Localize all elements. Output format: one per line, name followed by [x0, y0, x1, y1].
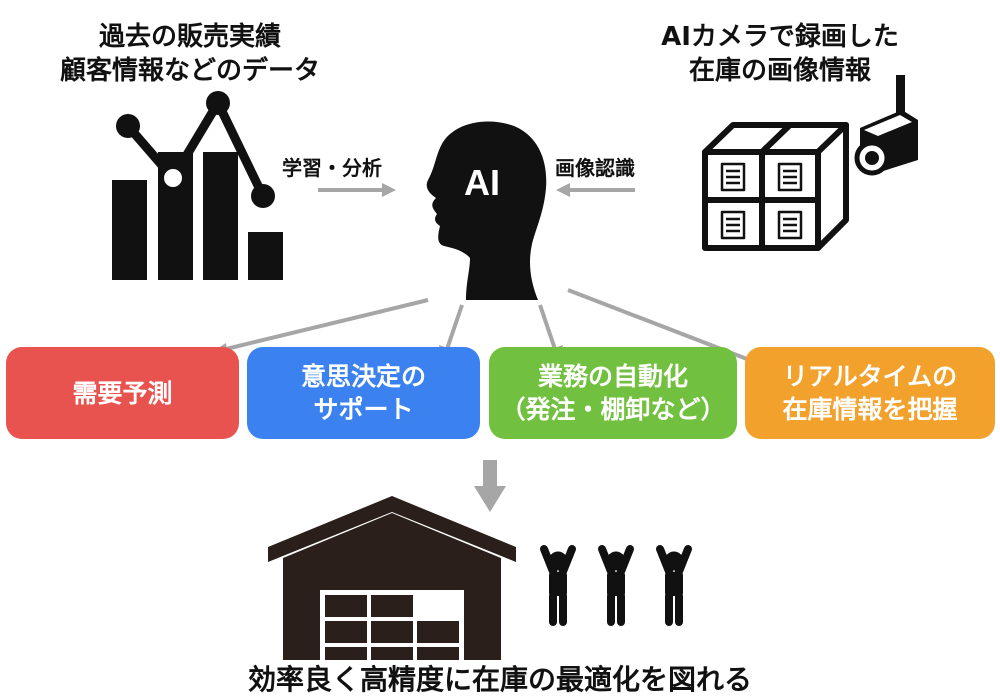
- stacked-boxes-icon: [702, 122, 849, 251]
- human-head-icon: [426, 121, 547, 300]
- right-arrow: [556, 183, 635, 197]
- box-realtime-inventory: リアルタイムの 在庫情報を把握: [745, 347, 995, 439]
- box-automation: 業務の自動化 （発注・棚卸など）: [489, 347, 737, 439]
- bar-line-chart-icon: [112, 91, 283, 280]
- security-camera-icon: [854, 75, 918, 176]
- box-demand-forecast: 需要予測: [6, 347, 239, 439]
- right-arrow-label: 画像認識: [555, 156, 635, 180]
- warehouse-icon: [268, 496, 516, 660]
- top-left-caption: 過去の販売実績 顧客情報などのデータ: [59, 22, 320, 86]
- bottom-caption: 効率良く高精度に在庫の最適化を図れる: [247, 663, 752, 696]
- top-right-caption: AIカメラで録画した 在庫の画像情報: [661, 22, 899, 86]
- box-decision-support: 意思決定の サポート: [247, 347, 480, 439]
- left-arrow: [318, 183, 396, 197]
- ai-head-label: AI: [464, 162, 500, 203]
- people-cheering-icon: [540, 545, 692, 626]
- down-arrow: [474, 460, 506, 512]
- left-arrow-label: 学習・分析: [282, 156, 382, 180]
